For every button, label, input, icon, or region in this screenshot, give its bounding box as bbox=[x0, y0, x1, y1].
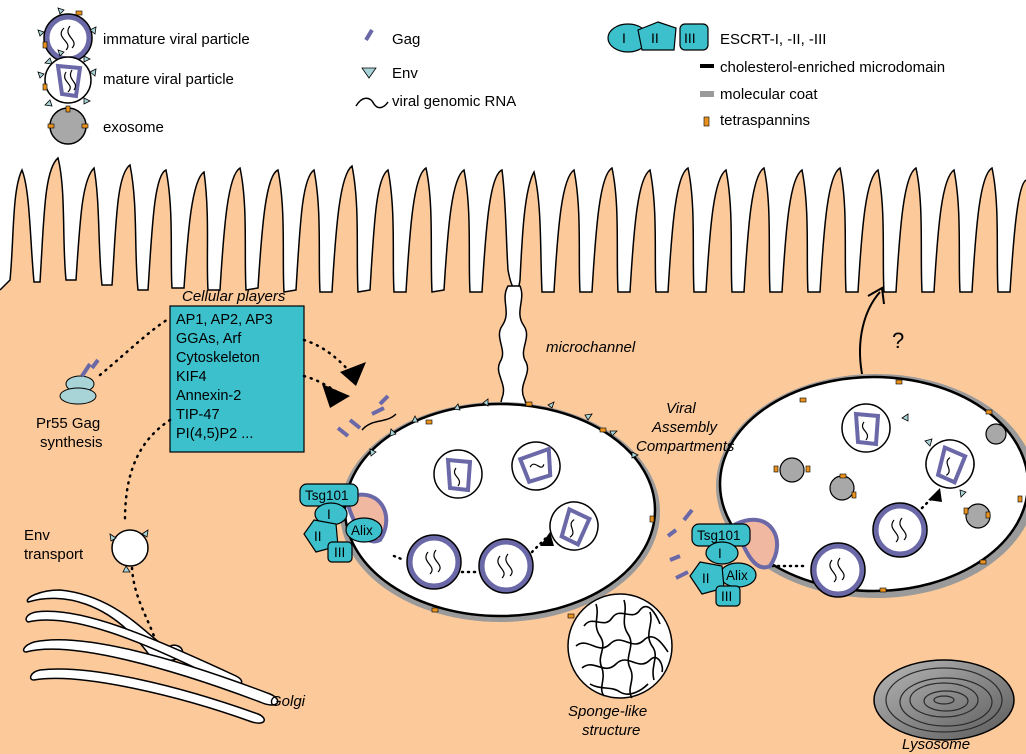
player-item: Cytoskeleton bbox=[176, 350, 260, 366]
escrt-III-right: III bbox=[721, 589, 732, 604]
legend-env-label: Env bbox=[392, 65, 418, 82]
pr55-label-2: synthesis bbox=[40, 434, 103, 451]
escrt-III-left: III bbox=[334, 545, 345, 560]
sponge-label-1: Sponge-like bbox=[568, 703, 647, 720]
legend-rna-icon bbox=[356, 98, 388, 107]
legend-escrt-label: ESCRT-I, -II, -III bbox=[720, 31, 826, 48]
lysosome bbox=[874, 660, 1014, 740]
legend-env-icon bbox=[362, 68, 376, 78]
legend-exosome-icon bbox=[48, 106, 88, 144]
player-item: AP1, AP2, AP3 bbox=[176, 312, 273, 328]
legend-gag-label: Gag bbox=[392, 31, 420, 48]
microchannel-label: microchannel bbox=[546, 339, 636, 356]
legend-cholesterol-label: cholesterol-enriched microdomain bbox=[720, 59, 945, 76]
legend-coat-label: molecular coat bbox=[720, 86, 818, 103]
vac-label-1: Viral bbox=[666, 400, 696, 417]
tsg101-left: Tsg101 bbox=[305, 488, 349, 503]
vac-label-3: Compartments bbox=[636, 438, 735, 455]
question-mark: ? bbox=[892, 328, 904, 353]
player-item: GGAs, Arf bbox=[176, 331, 242, 347]
alix-left: Alix bbox=[351, 523, 373, 538]
alix-right: Alix bbox=[726, 568, 748, 583]
escrt-II-left: II bbox=[314, 529, 322, 544]
legend-escrt-III: III bbox=[684, 30, 696, 46]
player-item: Annexin-2 bbox=[176, 388, 241, 404]
legend-escrt-I: I bbox=[622, 30, 626, 46]
legend-immature-label: immature viral particle bbox=[103, 31, 250, 48]
golgi-label: Golgi bbox=[270, 693, 306, 710]
players-title: Cellular players bbox=[182, 288, 286, 305]
env-label-2: transport bbox=[24, 546, 84, 563]
player-item: TIP-47 bbox=[176, 407, 220, 423]
legend-mature-label: mature viral particle bbox=[103, 71, 234, 88]
player-item: KIF4 bbox=[176, 369, 207, 385]
escrt-II-right: II bbox=[702, 571, 710, 586]
legend-gag-icon bbox=[366, 30, 372, 40]
sponge-label-2: structure bbox=[582, 722, 640, 739]
legend-exosome-label: exosome bbox=[103, 119, 164, 136]
legend-escrt-II: II bbox=[651, 30, 659, 46]
escrt-I-right: I bbox=[718, 546, 722, 561]
legend-immature-particle-icon bbox=[38, 8, 96, 64]
env-label-1: Env bbox=[24, 527, 50, 544]
lysosome-label: Lysosome bbox=[902, 736, 970, 753]
player-item: PI(4,5)P2 ... bbox=[176, 426, 253, 442]
pr55-label-1: Pr55 Gag bbox=[36, 415, 100, 432]
legend-coat-icon bbox=[700, 91, 714, 97]
escrt-I-left: I bbox=[327, 507, 331, 522]
legend-rna-label: viral genomic RNA bbox=[392, 93, 516, 110]
legend-tetraspannin-icon bbox=[704, 117, 709, 126]
tsg101-right: Tsg101 bbox=[697, 528, 741, 543]
legend-cholesterol-icon bbox=[700, 64, 714, 68]
legend-tetraspannin-label: tetraspannins bbox=[720, 112, 810, 129]
sponge-structure bbox=[568, 594, 672, 698]
vac-label-2: Assembly bbox=[651, 419, 719, 436]
